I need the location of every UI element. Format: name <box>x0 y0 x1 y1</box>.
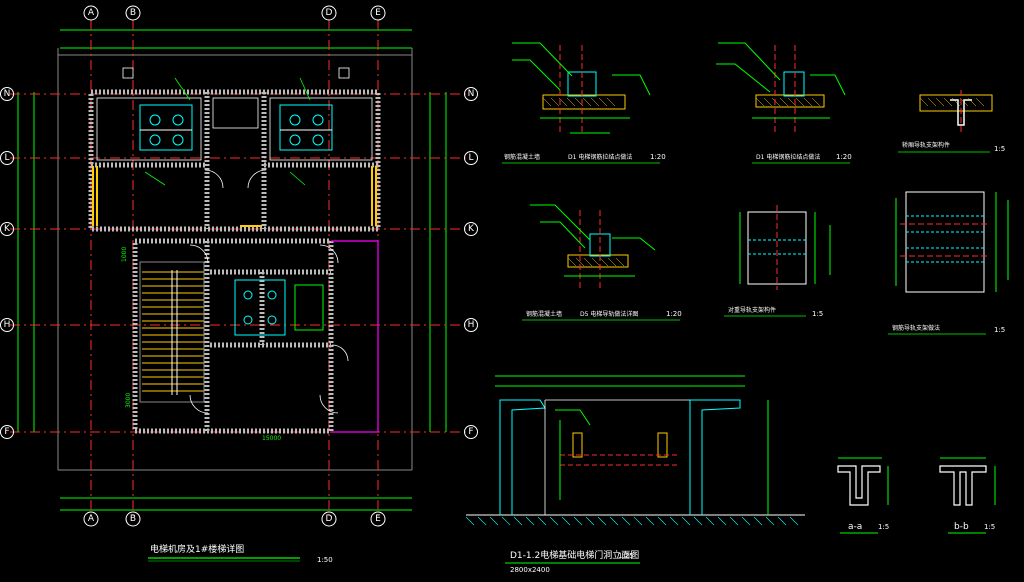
axis-bubble <box>464 222 478 236</box>
section-detail-1: 钢筋混凝土墙 D1 电梯钢筋拉结点做法 1:20 <box>502 42 666 164</box>
section-2-scale: 1:20 <box>836 153 852 161</box>
axis-label: H <box>4 320 11 330</box>
axis-bubble <box>464 318 478 332</box>
axis-bubble <box>321 5 337 21</box>
axis-bubble <box>125 5 141 21</box>
plan-windows <box>92 166 377 227</box>
axis-label: A <box>88 514 95 524</box>
axis-label: E <box>375 514 381 524</box>
axis-bubble <box>370 511 386 527</box>
elevator-machine-right <box>279 104 333 151</box>
axis-label: L <box>468 153 473 163</box>
axis-bubble <box>83 511 99 527</box>
axis-label: D <box>326 8 333 18</box>
section-4-scale: 1:5 <box>812 310 823 318</box>
axis-bubbles-bottom: A B D E <box>83 511 386 527</box>
axis-label: B <box>130 8 136 18</box>
axis-bubble <box>0 151 14 165</box>
plan-dim-left-wall: 1000 <box>121 247 128 262</box>
axis-bubble <box>0 87 14 101</box>
axis-label: N <box>468 89 475 99</box>
lower-magenta-frame <box>331 240 379 433</box>
axis-label: H <box>468 320 475 330</box>
detail-aa-scale: 1:5 <box>878 523 889 531</box>
axis-label: A <box>88 8 95 18</box>
section-1-sub: D1 电梯钢筋拉结点做法 <box>568 153 632 161</box>
axis-bubble <box>464 425 478 439</box>
section-detail-3: 钢筋混凝土墙 D5 电梯导轨做法详图 1:20 <box>522 204 682 321</box>
stair-shaft-walls <box>132 238 334 434</box>
section-6-title: 轿厢导轨支架构件 <box>902 141 950 149</box>
axis-bubble <box>83 5 99 21</box>
elevation-scale: 1:25 <box>618 552 634 560</box>
axis-bubble <box>370 5 386 21</box>
detail-aa-label: a-a <box>848 522 862 532</box>
axis-bubble <box>464 151 478 165</box>
stair-treads <box>142 271 204 392</box>
section-3-scale: 1:20 <box>666 310 682 318</box>
plan-title: 电梯机房及1#楼梯详图 <box>150 543 244 555</box>
detail-b-b: b-b 1:5 <box>939 457 996 534</box>
machine-room-walls <box>88 89 381 232</box>
axis-bubbles-right: N L K H F <box>464 87 478 439</box>
axis-bubbles-top: A B D E <box>83 5 386 21</box>
section-detail-4: 对重导轨支架构件 1:5 <box>724 205 831 318</box>
axis-label: L <box>4 153 9 163</box>
axis-bubble <box>125 511 141 527</box>
elevation-title: D1-1.2电梯基础电梯门洞立面图 <box>510 549 639 561</box>
stair-rail <box>139 261 205 403</box>
section-6-scale: 1:5 <box>994 145 1005 153</box>
axis-label: K <box>4 224 11 234</box>
detail-bb-scale: 1:5 <box>984 523 995 531</box>
section-1-title: 钢筋混凝土墙 <box>504 153 540 161</box>
section-detail-2: D1 电梯钢筋拉结点做法 1:20 <box>716 42 852 164</box>
axis-label: K <box>468 224 475 234</box>
shaft-equipment <box>234 279 324 336</box>
axis-label: F <box>468 427 473 437</box>
section-detail-5: 钢筋导轨支架做法 1:5 <box>888 191 1009 335</box>
axis-bubble <box>321 511 337 527</box>
plan-scale: 1:50 <box>317 556 333 564</box>
door-elevation: D1-1.2电梯基础电梯门洞立面图 1:25 2800x2400 <box>465 375 805 574</box>
section-4-title: 对重导轨支架构件 <box>728 306 776 314</box>
plan-dimension-frame <box>17 29 447 511</box>
axis-bubble <box>0 318 14 332</box>
plan-annotations <box>122 67 350 186</box>
axis-label: N <box>4 89 11 99</box>
section-2-sub: D1 电梯钢筋拉结点做法 <box>756 153 820 161</box>
axis-label: F <box>4 427 9 437</box>
section-1-scale: 1:20 <box>650 153 666 161</box>
machine-room-inner <box>96 97 373 161</box>
section-3-title: 钢筋混凝土墙 <box>526 310 562 318</box>
axis-label: E <box>375 8 381 18</box>
axis-bubble <box>464 87 478 101</box>
axis-label: D <box>326 514 333 524</box>
axis-bubbles-left: N L K H F <box>0 87 14 439</box>
elevator-machine-left <box>139 104 193 151</box>
axis-bubble <box>0 425 14 439</box>
section-5-title: 钢筋导轨支架做法 <box>892 324 940 332</box>
detail-a-a: a-a 1:5 <box>837 457 889 534</box>
axis-label: B <box>130 514 136 524</box>
axis-bubble <box>0 222 14 236</box>
plan-dim-stair: 3000 <box>125 393 132 408</box>
floor-plan: 1000 3000 15000 A B D E A B D E N <box>0 5 478 564</box>
door-swings <box>189 169 349 414</box>
plan-dim-bottom-wall: 15000 <box>262 435 281 442</box>
elevation-subtitle: 2800x2400 <box>510 566 550 574</box>
section-3-sub: D5 电梯导轨做法详图 <box>580 310 638 318</box>
section-detail-6: 轿厢导轨支架构件 1:5 <box>898 90 1005 153</box>
section-5-scale: 1:5 <box>994 326 1005 334</box>
detail-bb-label: b-b <box>954 522 969 532</box>
